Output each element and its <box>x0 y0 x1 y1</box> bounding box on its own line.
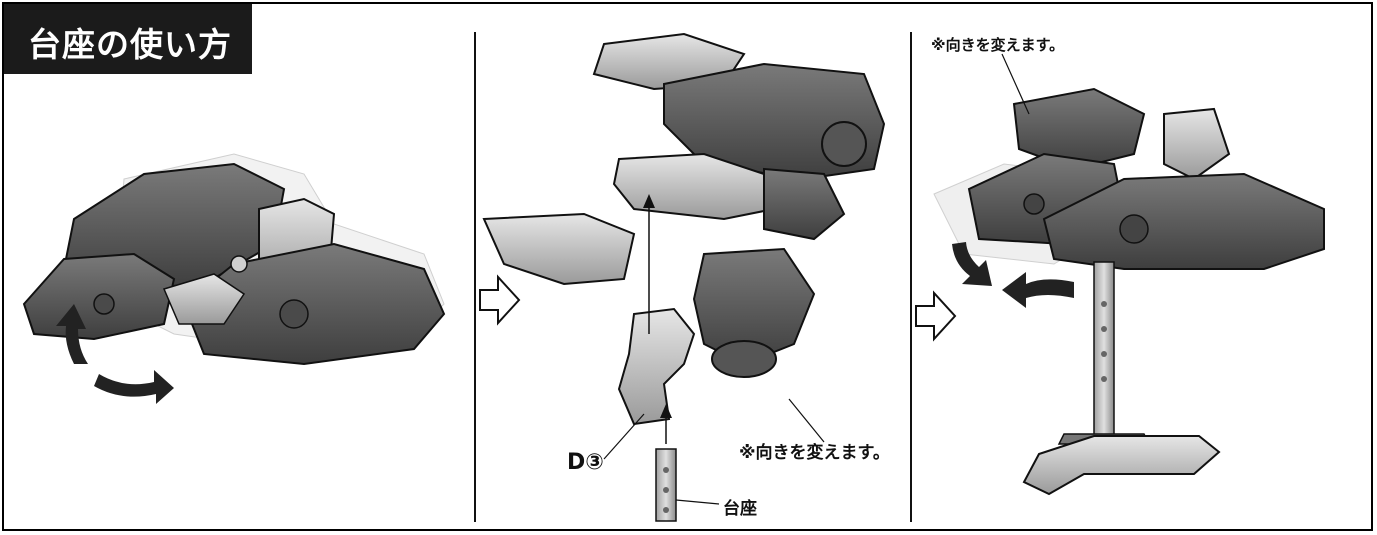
orientation-note: ※向きを変えます。 <box>739 443 890 463</box>
rotate-arrow-icon <box>1002 272 1074 308</box>
rotate-arrow-icon <box>56 304 174 404</box>
panel3-model <box>933 53 1325 496</box>
right-step-arrow-icon <box>915 290 957 342</box>
section-title-box: 台座の使い方 <box>4 4 252 74</box>
panel1-model <box>22 153 446 366</box>
panel-divider-1 <box>474 32 476 522</box>
assembly-illustration <box>22 32 1325 522</box>
panel-divider-2 <box>910 32 912 522</box>
part-label-d3: D③ <box>567 450 604 475</box>
stand-label: 台座 <box>723 499 757 519</box>
right-step-arrow-icon <box>479 274 521 326</box>
section-title: 台座の使い方 <box>28 25 232 64</box>
orientation-note-panel3: ※向きを変えます。 <box>931 36 1065 54</box>
rotate-arrow-icon <box>952 242 992 286</box>
panel2-model <box>482 32 886 522</box>
